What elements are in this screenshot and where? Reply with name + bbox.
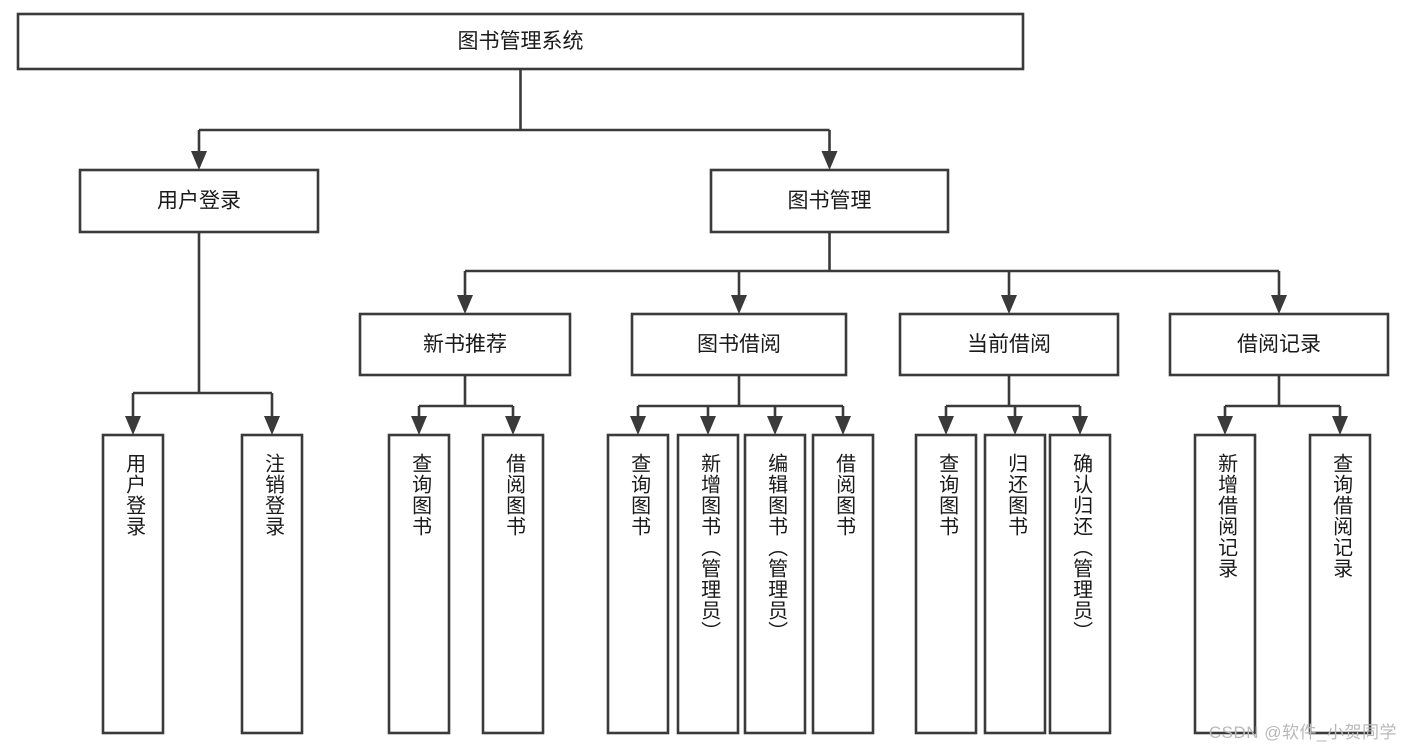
- node-layer: [16, 12, 1390, 735]
- leaf-box[interactable]: [983, 433, 1047, 735]
- level2-node[interactable]: [78, 168, 320, 234]
- leaf-node[interactable]: [101, 433, 165, 735]
- level3-label: 新书推荐: [423, 333, 507, 356]
- arrow-head-icon: [835, 416, 851, 435]
- level2-box[interactable]: [78, 168, 320, 234]
- level3-box[interactable]: [630, 312, 848, 377]
- leaf-node[interactable]: [1048, 433, 1112, 735]
- leaf-node[interactable]: [387, 433, 451, 735]
- level3-node[interactable]: [630, 312, 848, 377]
- level3-label: 当前借阅: [967, 333, 1051, 356]
- leaf-node[interactable]: [914, 433, 978, 735]
- arrow-head-icon: [1072, 416, 1088, 435]
- arrow-head-icon: [630, 416, 646, 435]
- root-node[interactable]: [16, 12, 1025, 71]
- arrow-head-icon: [731, 295, 747, 314]
- leaf-box[interactable]: [743, 433, 807, 735]
- connector-layer: [125, 69, 1348, 435]
- leaf-box[interactable]: [676, 433, 740, 735]
- leaf-node[interactable]: [240, 433, 304, 735]
- level2-label: 用户登录: [157, 190, 241, 213]
- leaf-box[interactable]: [240, 433, 304, 735]
- arrow-head-icon: [505, 416, 521, 435]
- arrow-head-icon: [1001, 295, 1017, 314]
- leaf-node[interactable]: [606, 433, 670, 735]
- arrow-head-icon: [191, 151, 207, 170]
- leaf-box[interactable]: [1048, 433, 1112, 735]
- leaf-box[interactable]: [101, 433, 165, 735]
- leaf-box[interactable]: [1193, 433, 1257, 735]
- arrow-head-icon: [700, 416, 716, 435]
- level2-label: 图书管理: [788, 190, 872, 213]
- level3-box[interactable]: [1168, 312, 1390, 377]
- level2-node[interactable]: [709, 168, 950, 234]
- root-box[interactable]: [16, 12, 1025, 71]
- root-label: 图书管理系统: [458, 30, 584, 53]
- arrow-head-icon: [125, 416, 141, 435]
- arrow-head-icon: [264, 416, 280, 435]
- arrow-head-icon: [821, 151, 838, 170]
- level3-label: 借阅记录: [1237, 333, 1321, 356]
- arrow-head-icon: [1217, 416, 1233, 435]
- leaf-node[interactable]: [1308, 433, 1372, 735]
- level3-box[interactable]: [358, 312, 572, 377]
- leaf-box[interactable]: [811, 433, 875, 735]
- level3-label: 图书借阅: [697, 333, 781, 356]
- leaf-box[interactable]: [1308, 433, 1372, 735]
- leaf-node[interactable]: [676, 433, 740, 735]
- arrow-head-icon: [411, 416, 427, 435]
- leaf-node[interactable]: [743, 433, 807, 735]
- leaf-box[interactable]: [606, 433, 670, 735]
- leaf-node[interactable]: [481, 433, 545, 735]
- arrow-head-icon: [457, 295, 473, 314]
- level3-node[interactable]: [1168, 312, 1390, 377]
- leaf-box[interactable]: [387, 433, 451, 735]
- level3-node[interactable]: [358, 312, 572, 377]
- leaf-box[interactable]: [914, 433, 978, 735]
- leaf-box[interactable]: [481, 433, 545, 735]
- leaf-node[interactable]: [811, 433, 875, 735]
- arrow-head-icon: [1007, 416, 1023, 435]
- arrow-head-icon: [938, 416, 954, 435]
- arrow-head-icon: [1332, 416, 1348, 435]
- leaf-node[interactable]: [983, 433, 1047, 735]
- level3-node[interactable]: [898, 312, 1120, 377]
- arrow-head-icon: [767, 416, 783, 435]
- level3-box[interactable]: [898, 312, 1120, 377]
- leaf-node[interactable]: [1193, 433, 1257, 735]
- level2-box[interactable]: [709, 168, 950, 234]
- arrow-head-icon: [1271, 295, 1287, 314]
